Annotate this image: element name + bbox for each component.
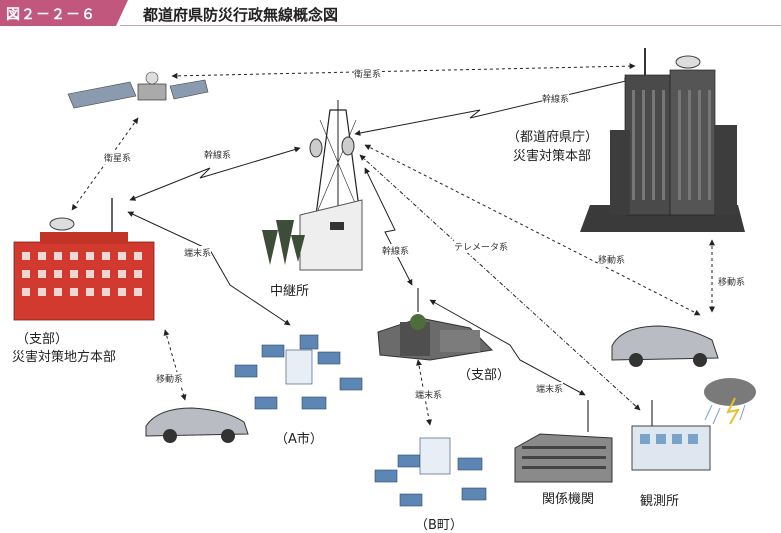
link-branch-terminal (127, 211, 291, 326)
link-branch-mobile (163, 329, 187, 401)
relay-tower-icon (262, 100, 363, 271)
observatory-building-icon (631, 378, 756, 471)
branch-label-line1: （支部） (16, 332, 69, 347)
city-a-houses-icon (234, 334, 363, 410)
figure-title: 都道府県防災行政無線概念図 (143, 6, 339, 24)
link-label-branch-terminal: 端末系 (184, 246, 212, 259)
link-label-branch-mobile: 移動系 (156, 372, 184, 385)
link-sat-branch (71, 117, 139, 211)
link-label-shibu-terminal-agency: 端末系 (536, 382, 564, 395)
link-label-shibu-terminal-b: 端末系 (415, 388, 443, 401)
link-label-telemeter: テレメータ系 (454, 240, 509, 253)
relay-label: 中継所 (270, 284, 310, 299)
link-label-relay-shibu: 幹線系 (382, 244, 410, 257)
link-relay-branch (129, 146, 301, 201)
town-b-houses-icon (374, 437, 487, 507)
figure-number-badge: 図２－２－６ (0, 0, 128, 26)
link-label-car-mobile: 移動系 (718, 275, 746, 288)
link-relay-shibu (364, 167, 413, 286)
link-lines (71, 63, 715, 426)
hq-label-line1: （都道府県庁） (507, 130, 599, 145)
shibu-building-icon (377, 288, 494, 361)
link-label-sat-branch: 衛星系 (104, 151, 132, 164)
agency-building-icon (514, 400, 613, 483)
header-rule (120, 25, 781, 26)
observatory-label: 観測所 (640, 494, 680, 509)
hq-building-icon (580, 48, 745, 232)
link-hq-mobile (364, 144, 701, 316)
link-label-sat-hq: 衛星系 (354, 67, 382, 80)
hq-label-line2: 災害対策本部 (513, 149, 592, 164)
branch-building-icon (13, 198, 155, 321)
link-shibu-terminal-b (416, 359, 432, 426)
link-label-hq-mobile: 移動系 (598, 253, 626, 266)
satellite-icon (67, 71, 209, 109)
shibu-label: （支部） (458, 368, 511, 383)
car-hq-icon (611, 325, 719, 367)
city-a-label: （A市） (275, 432, 323, 447)
branch-label-line2: 災害対策地方本部 (12, 350, 117, 365)
agency-label: 関係機関 (542, 492, 595, 507)
link-label-hq-relay: 幹線系 (542, 92, 570, 105)
town-b-label: （B町） (415, 518, 463, 533)
link-sat-hq (171, 63, 636, 79)
figure-header: 図２－２－６ 都道府県防災行政無線概念図 (0, 0, 781, 26)
figure-number: 図２－２－６ (6, 7, 96, 23)
car-branch-icon (145, 407, 249, 443)
link-label-relay-branch: 幹線系 (204, 148, 232, 161)
link-shibu-terminal-agency (429, 299, 586, 396)
